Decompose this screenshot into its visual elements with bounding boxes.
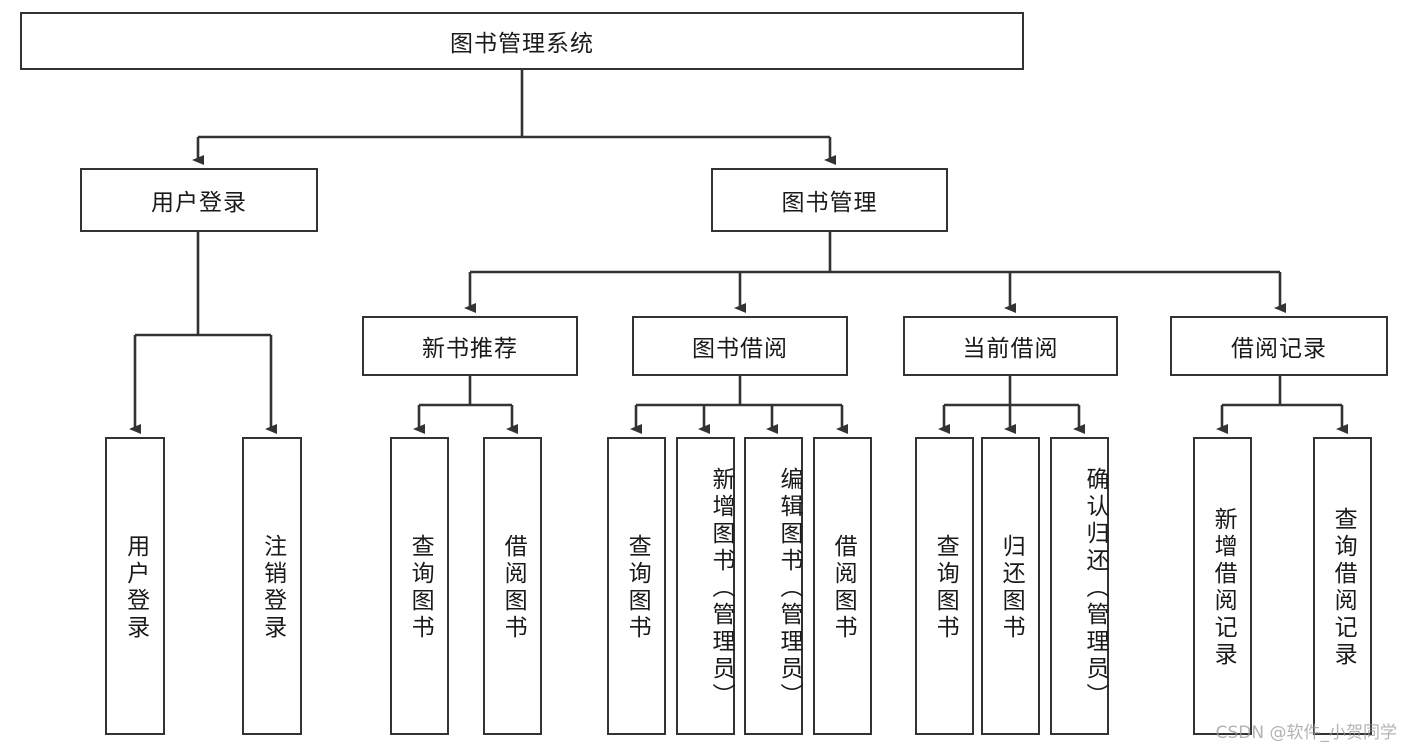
leaf-borrow-edit-book-admin[interactable]: 编辑图书（管理员） [744,437,803,735]
node-label: 借阅图书 [500,534,527,642]
node-label: 查询图书 [407,534,434,642]
node-new-book-recommend[interactable]: 新书推荐 [362,316,578,376]
leaf-user-login[interactable]: 用户登录 [105,437,165,735]
node-label: 用户登录 [151,190,247,216]
node-label: 确认归还（管理员） [1082,466,1108,710]
leaf-borrow-do-borrow-book[interactable]: 借阅图书 [813,437,872,735]
node-label: 查询图书 [624,534,651,642]
leaf-record-add-borrow-record[interactable]: 新增借阅记录 [1193,437,1252,735]
node-label: 借阅记录 [1231,336,1327,362]
node-current-borrow[interactable]: 当前借阅 [903,316,1118,376]
leaf-recommend-borrow-book[interactable]: 借阅图书 [483,437,542,735]
node-label: 图书管理系统 [450,31,594,57]
node-label: 新书推荐 [422,336,518,362]
leaf-current-return-book[interactable]: 归还图书 [981,437,1040,735]
node-label: 图书借阅 [692,336,788,362]
node-label: 图书管理 [781,190,878,216]
node-label: 新增图书（管理员） [708,466,734,710]
node-label: 编辑图书（管理员） [776,466,802,710]
leaf-current-confirm-return-admin[interactable]: 确认归还（管理员） [1050,437,1109,735]
node-label: 归还图书 [998,534,1025,642]
node-book-management[interactable]: 图书管理 [711,168,948,232]
node-label: 新增借阅记录 [1210,507,1237,669]
node-label: 查询图书 [932,534,959,642]
node-root-system[interactable]: 图书管理系统 [20,12,1024,70]
node-label: 当前借阅 [962,336,1059,362]
leaf-user-logout[interactable]: 注销登录 [242,437,302,735]
leaf-record-query-borrow-record[interactable]: 查询借阅记录 [1313,437,1372,735]
node-label: 用户登录 [122,534,149,642]
leaf-borrow-add-book-admin[interactable]: 新增图书（管理员） [676,437,735,735]
leaf-borrow-query-book[interactable]: 查询图书 [607,437,666,735]
node-user-login[interactable]: 用户登录 [80,168,318,232]
leaf-recommend-query-book[interactable]: 查询图书 [390,437,449,735]
node-book-borrow[interactable]: 图书借阅 [632,316,848,376]
node-borrow-record[interactable]: 借阅记录 [1170,316,1388,376]
node-label: 借阅图书 [830,534,857,642]
node-label: 查询借阅记录 [1330,507,1357,669]
node-label: 注销登录 [259,534,286,642]
leaf-current-query-book[interactable]: 查询图书 [915,437,974,735]
